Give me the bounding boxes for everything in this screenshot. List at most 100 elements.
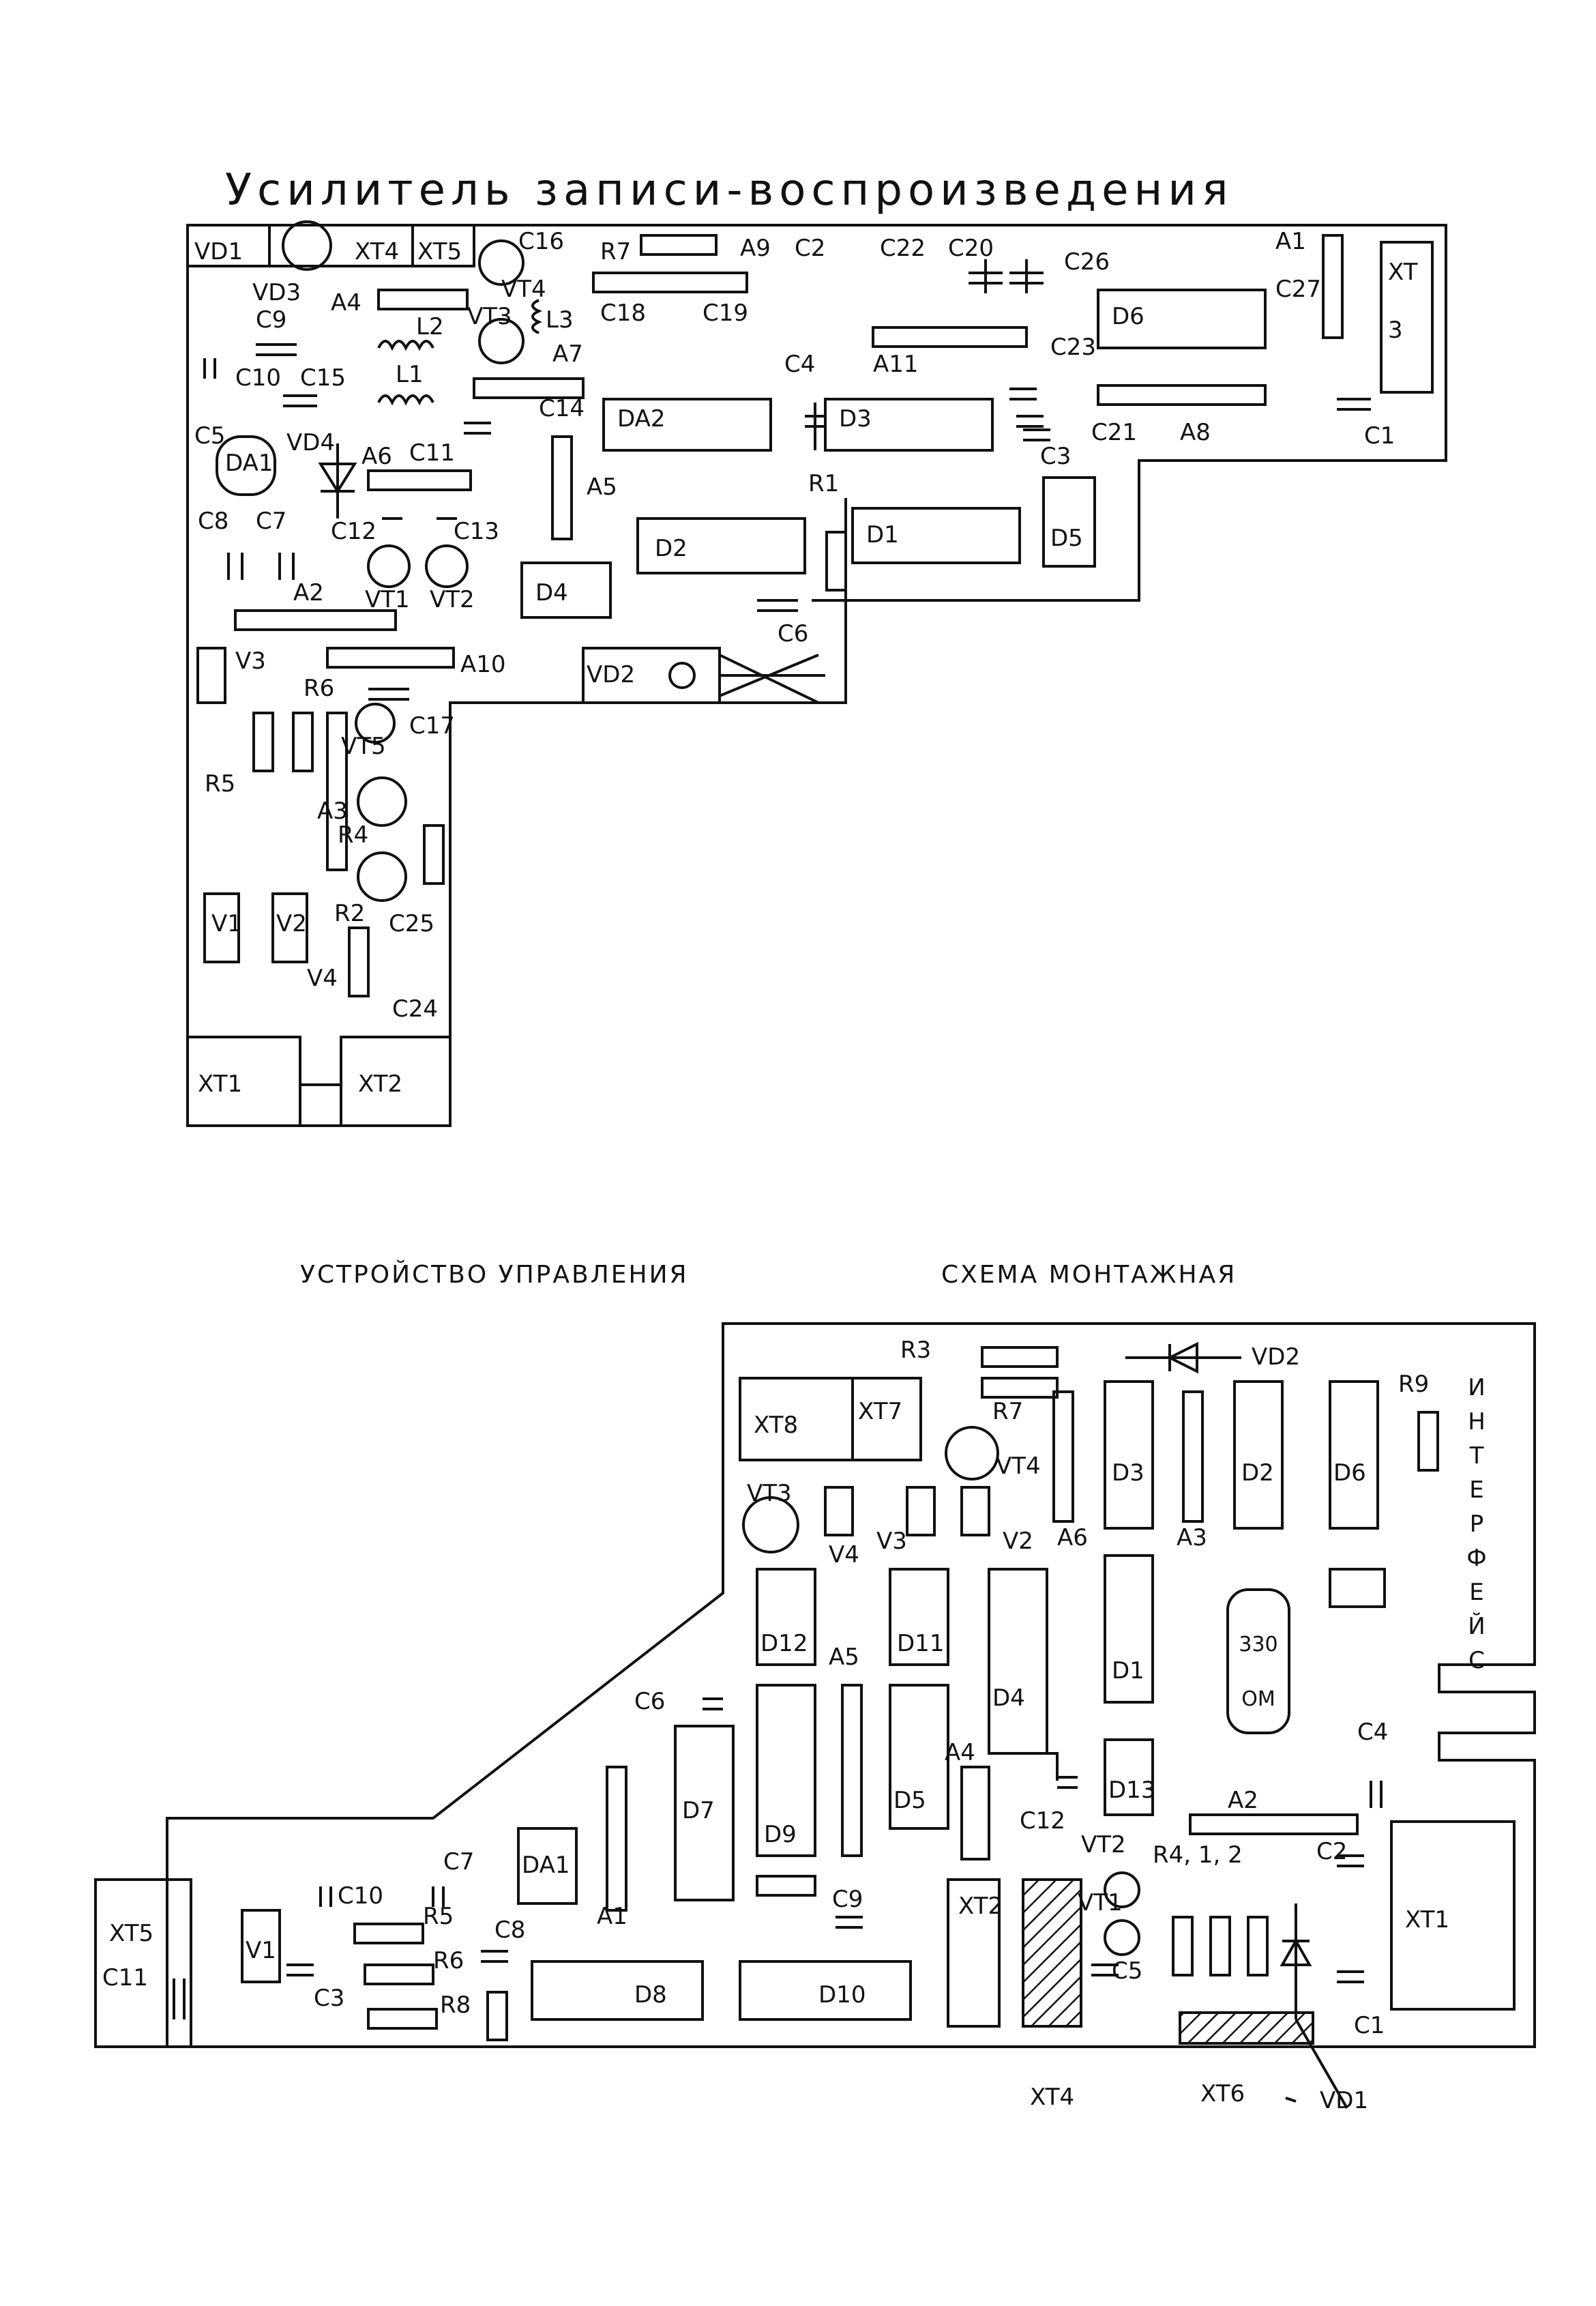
top-capacitors [203, 259, 1371, 701]
top-ic-d3 [824, 398, 994, 452]
bottom-component-label: C11 [102, 1964, 148, 1991]
top-ic-d1 [851, 507, 1021, 564]
top-resistor-v3 [196, 647, 226, 704]
top-ic-da2 [602, 398, 772, 452]
top-component-label: VD2 [587, 661, 635, 688]
bottom-ic-d1 [1104, 1554, 1154, 1704]
top-component-label: C1 [1364, 422, 1395, 450]
top-array-a6 [367, 469, 472, 491]
top-component-label: C20 [948, 235, 994, 262]
bottom-component-label: R3 [900, 1337, 931, 1364]
title-top: Усилитель записи-воспроизведения [225, 165, 1233, 216]
bottom-extra: И Н Т Е Р Ф Е Й С 330 ОМ [1239, 1374, 1486, 1711]
top-component-label: XT2 [358, 1070, 402, 1098]
bottom-hatch-xt4 [1022, 1878, 1082, 2028]
bottom-resistor-r2 [1247, 1916, 1269, 1976]
interface-label-9: С [1468, 1647, 1485, 1674]
bottom-component-label: D11 [897, 1630, 944, 1657]
bottom-component-label: A1 [597, 1903, 627, 1930]
top-array-a2 [234, 609, 397, 631]
interface-label-7: Е [1469, 1579, 1483, 1606]
top-transistor-vt4 [478, 239, 524, 286]
top-resistor-r7 [640, 234, 718, 256]
top-component-label: C15 [300, 364, 346, 392]
bottom-ic-d8 [531, 1960, 704, 2021]
top-resistor-r4 [423, 824, 445, 885]
bottom-component-label: V2 [1003, 1528, 1033, 1555]
top-component-label: A4 [331, 289, 361, 317]
top-resistor-r1 [825, 531, 847, 592]
top-component-label: C21 [1091, 419, 1137, 446]
top-component-label: C18 [600, 300, 646, 327]
bottom-transistor-vt4 [945, 1426, 999, 1480]
top-ic-da1 [216, 435, 276, 496]
top-component-label: C8 [198, 508, 228, 535]
bottom-component-label: A6 [1057, 1524, 1088, 1551]
bottom-component-label: VT4 [996, 1453, 1041, 1480]
bottom-array-a2 [1189, 1813, 1359, 1835]
top-component-label: VD1 [194, 238, 243, 265]
bottom-resistor-r1 [1209, 1916, 1231, 1976]
bottom-component-label: D5 [893, 1787, 926, 1814]
top-component-label: VT2 [430, 586, 475, 613]
interface-label-6: Ф [1466, 1545, 1486, 1572]
top-component-label: L1 [396, 361, 424, 388]
bottom-transistor-vt2 [1104, 1871, 1140, 1908]
top-vd1-led [282, 220, 332, 271]
top-component-label: V4 [307, 965, 338, 992]
bottom-component-label: XT5 [109, 1920, 153, 1947]
bottom-component-label: D4 [992, 1684, 1025, 1712]
top-component-label: D6 [1112, 303, 1144, 330]
bottom-ic-d7 [674, 1725, 735, 1901]
top-component-label: A3 [317, 798, 348, 825]
top-block-v2 [271, 892, 308, 963]
top-xt1-block [186, 1036, 301, 1127]
top-coil-l3 [531, 299, 542, 334]
top-component-label: C16 [518, 228, 564, 255]
bottom-component-label: D3 [1112, 1459, 1144, 1487]
top-component-label: L3 [546, 306, 574, 334]
top-component-label: A5 [587, 473, 617, 501]
bottom-resistor-r9 [1417, 1411, 1439, 1472]
bottom-component-label: V3 [876, 1528, 907, 1555]
top-ic-d6 [1097, 289, 1267, 349]
top-component-label: D5 [1050, 525, 1083, 552]
bottom-component-label: VD2 [1252, 1343, 1300, 1371]
bottom-conn-xt5 [94, 1878, 192, 2048]
bottom-component-label: V4 [829, 1541, 859, 1568]
bottom-ic-d4 [988, 1568, 1048, 1755]
top-component-label: C7 [256, 508, 286, 535]
top-array-a4 [377, 289, 469, 310]
bottom-conn-xt7 [851, 1377, 922, 1461]
top-array-a1 [1322, 234, 1344, 339]
top-component-label: C25 [389, 910, 434, 937]
top-component-label: R7 [600, 238, 631, 265]
top-vd2-hole [668, 662, 696, 689]
top-component-label: A7 [552, 340, 583, 368]
interface-label-5: Р [1470, 1510, 1484, 1538]
bottom-array-a5 [841, 1684, 863, 1857]
top-component-label: D1 [866, 521, 899, 549]
top-coil-l1 [377, 394, 434, 406]
top-component-label: R2 [334, 900, 365, 927]
top-component-label: R4 [338, 821, 368, 849]
bottom-component-label: C12 [1020, 1807, 1065, 1835]
bottom-resistor-r4 [1172, 1916, 1194, 1976]
bottom-diode-vd1 [1280, 1903, 1348, 2109]
top-ic-d4 [520, 561, 612, 619]
interface-label-4: Е [1469, 1476, 1483, 1504]
top-transistor-vt2 [425, 544, 469, 588]
top-component-label: VT4 [501, 276, 546, 303]
top-component-label: R5 [205, 770, 235, 798]
bottom-component-label: R4, 1, 2 [1153, 1841, 1243, 1869]
top-component-label: VD3 [252, 279, 301, 306]
top-component-label: D3 [839, 405, 872, 433]
interface-label-3: Т [1469, 1442, 1484, 1470]
bottom-component-label: C10 [338, 1882, 383, 1910]
top-diode-vd4 [318, 443, 357, 519]
resistor-value-label: 330 [1239, 1633, 1277, 1656]
bottom-component-label: XT7 [858, 1398, 902, 1425]
top-component-label: R6 [304, 675, 334, 702]
top-component-label: C5 [194, 422, 225, 450]
top-resistor-r2 [348, 926, 370, 997]
